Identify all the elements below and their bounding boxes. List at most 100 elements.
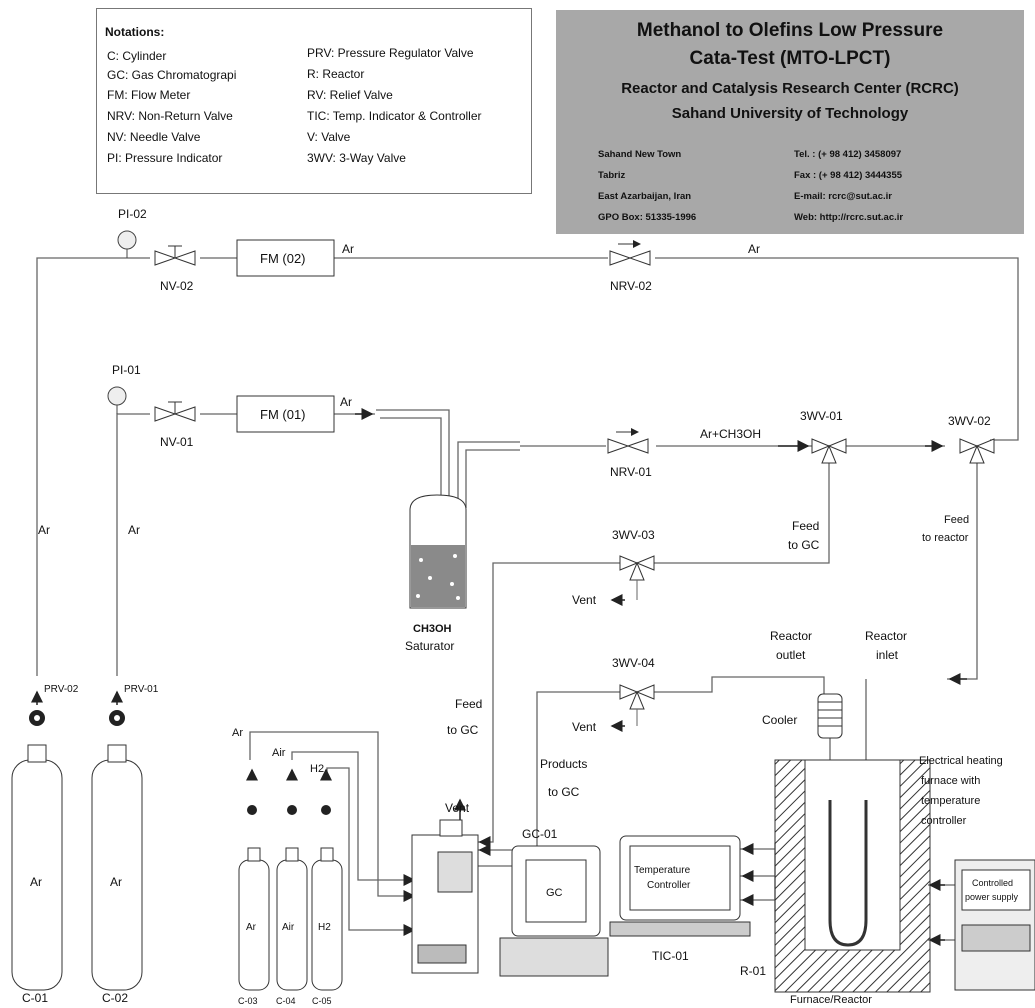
furnace-reactor [774,759,931,993]
label-vent: Vent [572,593,597,607]
label-feed-to-gc: Feed [455,697,482,711]
label-ch3oh: CH3OH [413,623,452,635]
label-c03: C-03 [238,996,258,1006]
label-saturator: Saturator [405,639,454,653]
three-way-valve-icon [959,438,995,464]
label-gas-line: Ar [232,727,243,739]
label-gc: GC [546,887,563,899]
needle-valve-icon [154,401,196,422]
notation-item: RV: Relief Valve [307,88,393,102]
non-return-valve-icon [607,428,649,454]
label-vent: Vent [572,720,597,734]
label-gas-line: Air [272,747,286,759]
label-prv01: PRV-01 [124,684,159,695]
cylinder-gas-label: Ar [30,875,42,889]
notation-item: GC: Gas Chromatograpi [107,68,237,82]
label-nrv01: NRV-01 [610,465,652,479]
label-cooler: Cooler [762,713,797,727]
needle-valve-icon [154,245,196,266]
gc-instrument [411,819,479,974]
label-pi02: PI-02 [118,207,147,221]
contact-line: Tel. : (+ 98 412) 3458097 [794,149,902,160]
label-reactor-outlet: Reactor [770,629,812,643]
cylinder-gas-label: Ar [246,922,257,933]
address-line: East Azarbaijan, Iran [598,191,692,202]
label-ar: Ar [748,242,760,256]
label-heating-furnace: Electrical heating [919,755,1003,767]
gas-cylinder-c05 [311,805,343,991]
label-r01: R-01 [740,964,766,978]
cylinder-gas-label: H2 [318,922,331,933]
gc-computer [499,845,609,977]
label-heating-furnace: controller [921,815,967,827]
label-fm01: FM (01) [260,407,306,422]
notation-item: R: Reactor [307,67,365,81]
label-gas-line: H2 [310,763,324,775]
temperature-controller [609,835,751,937]
label-reactor-inlet: inlet [876,648,899,662]
label-heating-furnace: furnace with [921,775,980,787]
label-reactor-outlet: outlet [776,648,806,662]
label-power-supply: power supply [965,892,1019,902]
label-ar: Ar [128,523,140,537]
label-products-to-gc: Products [540,757,587,771]
label-prv02: PRV-02 [44,684,79,695]
gas-cylinder-c02 [91,710,143,991]
label-feed-to-reactor: Feed [944,514,969,526]
gauge-icon [107,386,127,414]
title-block: Methanol to Olefins Low Pressure Cata-Te… [556,10,1024,234]
label-gc01: GC-01 [522,827,558,841]
label-temp-controller: Controller [647,880,691,891]
title-line-1: Methanol to Olefins Low Pressure [636,20,944,41]
label-vent: Vent [445,801,470,815]
cooler [817,693,843,739]
label-3wv03: 3WV-03 [612,528,655,542]
flow-meter-01 [236,395,335,433]
three-way-valve-icon [619,555,655,600]
label-c05: C-05 [312,996,332,1006]
label-products-to-gc: to GC [548,785,580,799]
contact-line: E-mail: rcrc@sut.ac.ir [794,191,892,202]
cylinder-gas-label: Air [282,922,295,933]
university-name: Sahand University of Technology [671,105,909,122]
label-fm02: FM (02) [260,251,306,266]
notation-item: NV: Needle Valve [107,130,201,144]
research-center: Reactor and Catalysis Research Center (R… [621,80,959,97]
notation-legend: Notations: C: Cylinder GC: Gas Chromatog… [96,8,532,194]
label-c04: C-04 [276,996,296,1006]
label-nrv02: NRV-02 [610,279,652,293]
notation-item: FM: Flow Meter [107,88,191,102]
label-reactor-inlet: Reactor [865,629,907,643]
label-power-supply: Controlled [972,878,1013,888]
label-ar: Ar [38,523,50,537]
contact-line: Fax : (+ 98 412) 3444355 [794,170,903,181]
notation-item: C: Cylinder [107,49,167,63]
notation-item: TIC: Temp. Indicator & Controller [307,109,482,123]
notation-item: NRV: Non-Return Valve [107,109,233,123]
label-3wv01: 3WV-01 [800,409,843,423]
address-line: GPO Box: 51335-1996 [598,212,697,223]
label-feed-to-gc: to GC [788,538,820,552]
label-ar: Ar [340,395,352,409]
label-3wv02: 3WV-02 [948,414,991,428]
label-feed-to-gc: to GC [447,723,479,737]
label-temp-controller: Temperature [634,865,691,876]
label-ar-ch3oh: Ar+CH3OH [700,427,761,441]
three-way-valve-icon [619,684,655,726]
label-heating-furnace: temperature [921,795,980,807]
power-supply [954,859,1035,991]
label-tic01: TIC-01 [652,949,689,963]
non-return-valve-icon [609,240,651,266]
notation-item: 3WV: 3-Way Valve [307,151,406,165]
label-nv01: NV-01 [160,435,194,449]
flow-arrows [31,408,967,946]
flow-meter-02 [236,239,335,277]
label-feed-to-reactor: to reactor [922,532,969,544]
address-line: Sahand New Town [598,149,682,160]
label-feed-to-gc: Feed [792,519,819,533]
label-nv02: NV-02 [160,279,194,293]
gas-cylinder-c01 [11,710,63,991]
label-c01: C-01 [22,991,48,1005]
contact-line: Web: http://rcrc.sut.ac.ir [794,212,904,223]
label-furnace-reactor: Furnace/Reactor [790,994,872,1006]
